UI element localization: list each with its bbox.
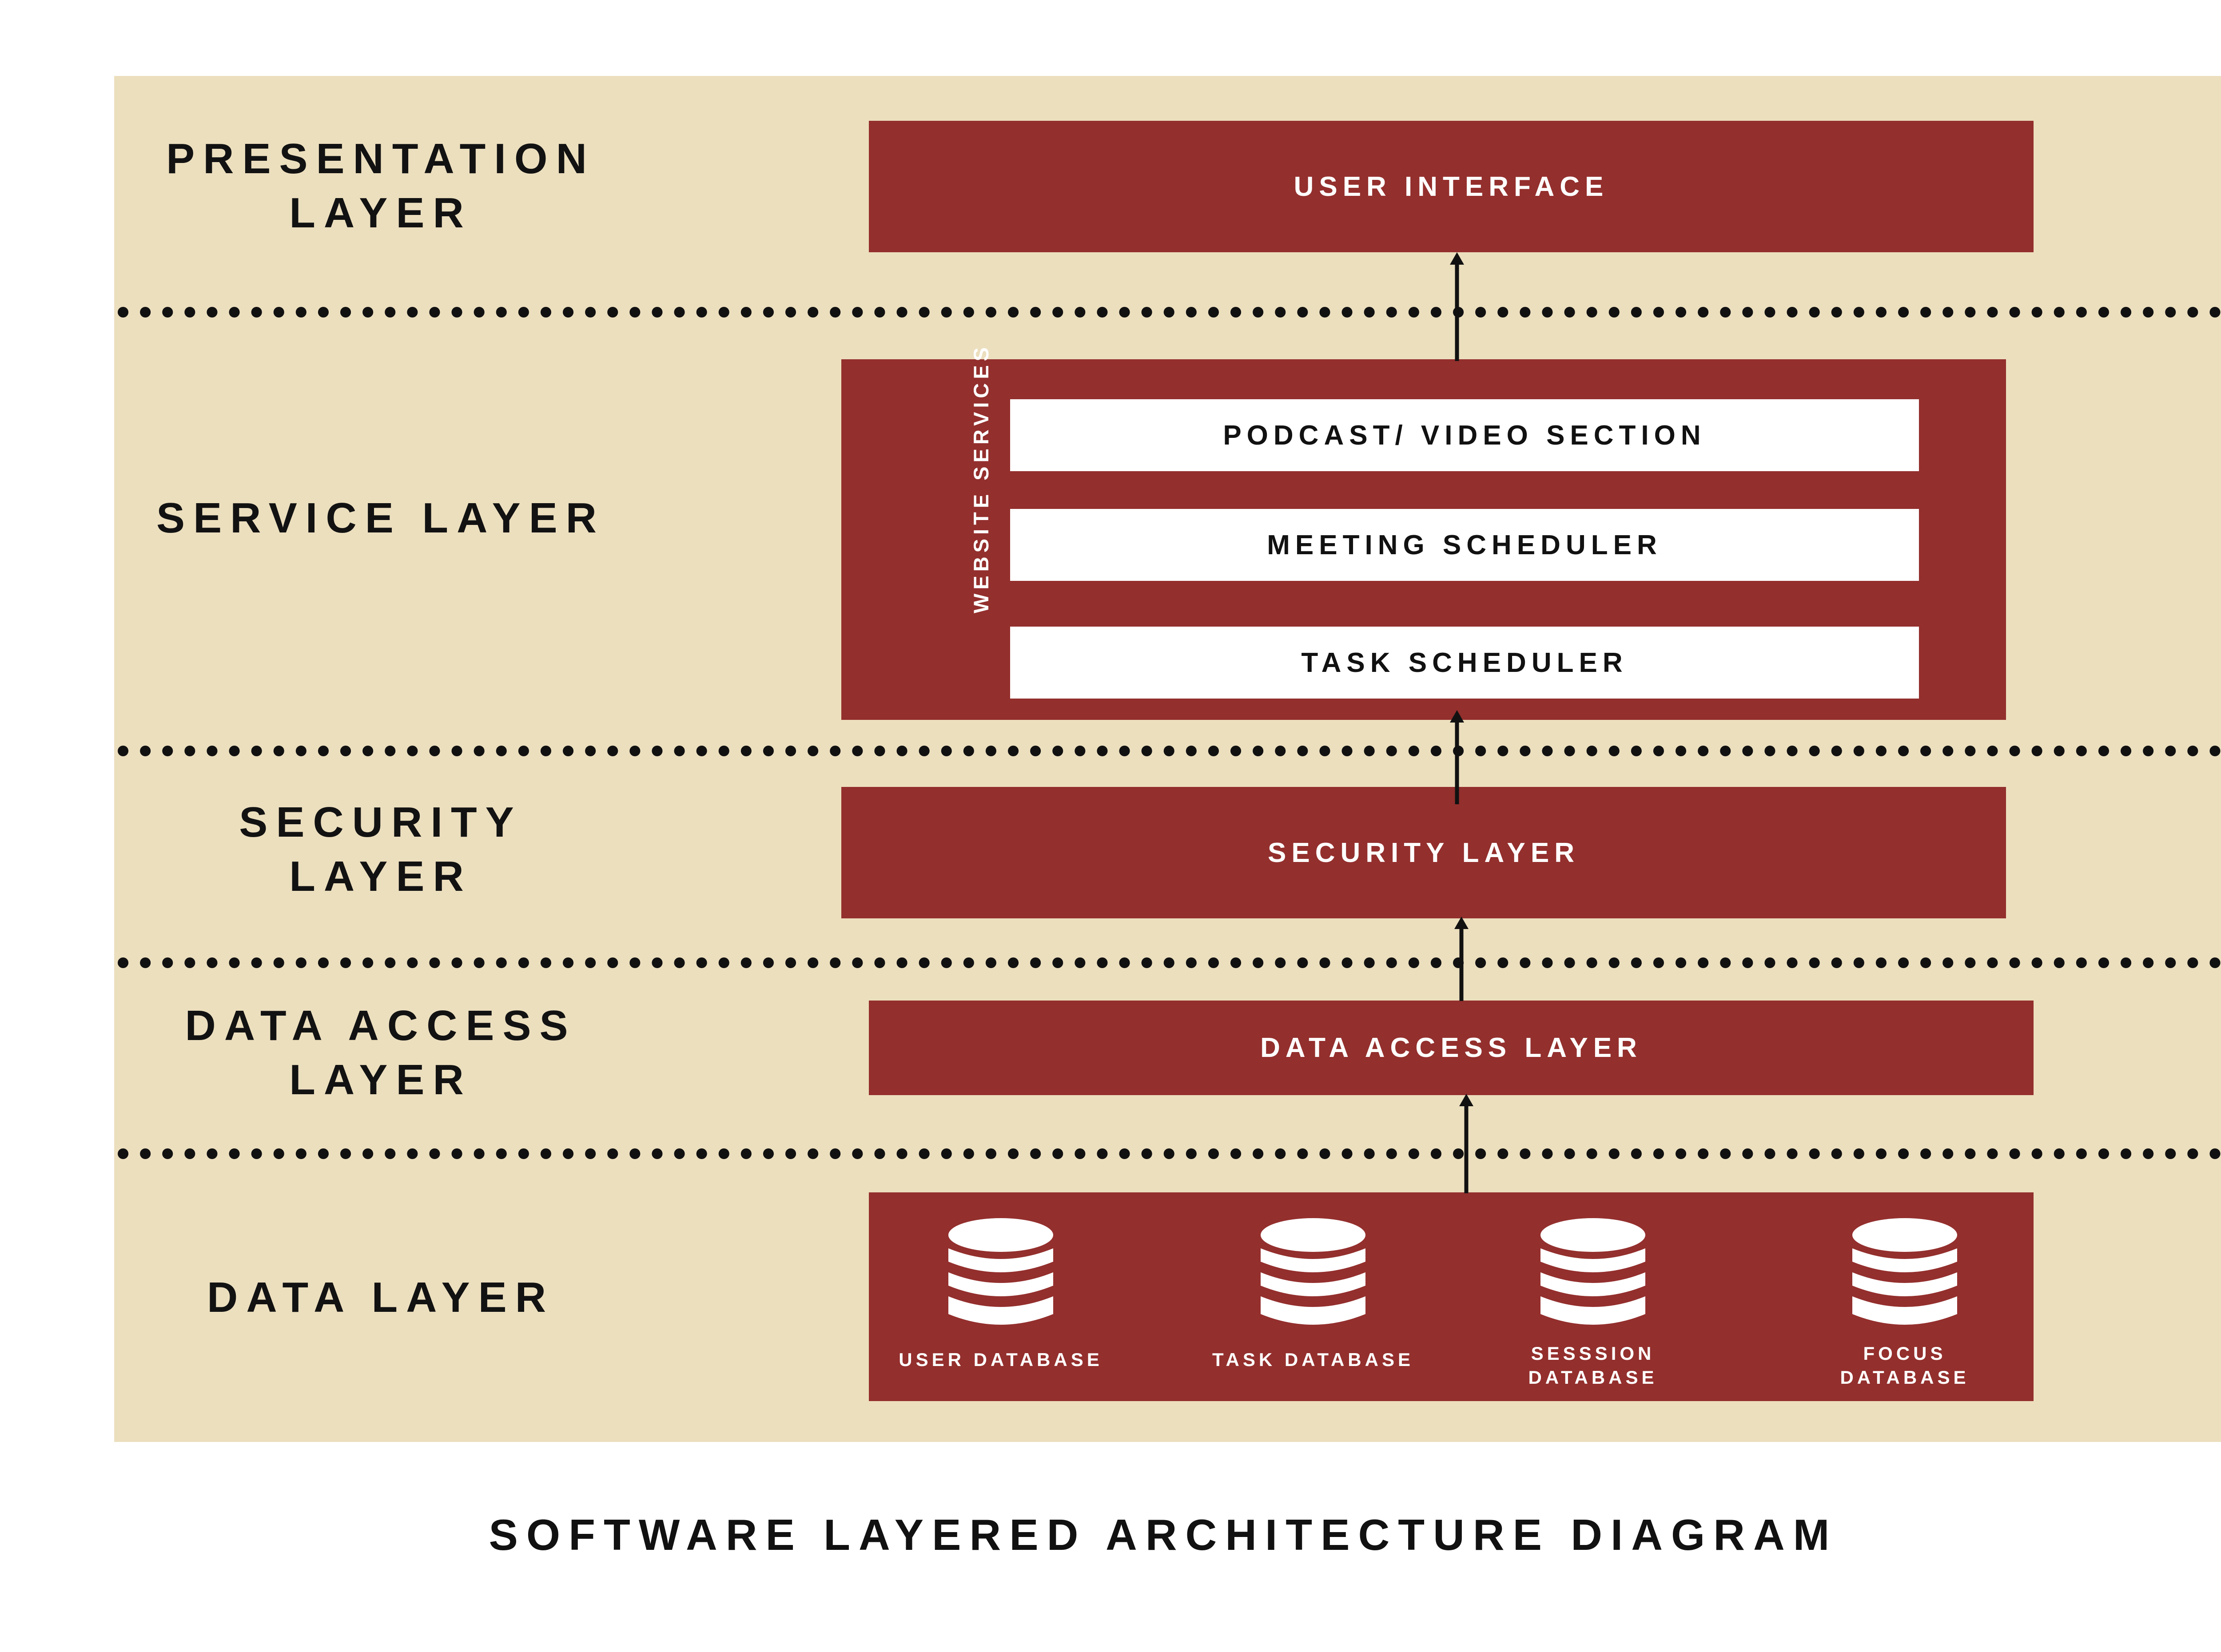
- session-database: SESSSION DATABASE: [1455, 1217, 1731, 1390]
- data-layer-box: [869, 1192, 2034, 1401]
- database-icon: [1852, 1218, 1957, 1325]
- data-access-layer-box-label: DATA ACCESS LAYER: [1260, 1032, 1642, 1063]
- security-layer-box: SECURITY LAYER: [841, 787, 2006, 918]
- database-icon: [948, 1218, 1053, 1325]
- task-scheduler-label: TASK SCHEDULER: [1301, 647, 1628, 678]
- podcast-video-section-label: PODCAST/ VIDEO SECTION: [1223, 420, 1706, 451]
- diagram-title: SOFTWARE LAYERED ARCHITECTURE DIAGRAM: [489, 1510, 1838, 1559]
- separator-security-data-access: [118, 957, 2221, 968]
- database-icon: [1261, 1218, 1365, 1325]
- meeting-scheduler-label: MEETING SCHEDULER: [1267, 529, 1662, 560]
- arrow-data-access-to-security: [1454, 917, 1469, 1001]
- meeting-scheduler-box: MEETING SCHEDULER: [1010, 509, 1919, 581]
- database-icon: [1540, 1218, 1645, 1325]
- security-layer-label: SECURITY LAYER: [239, 798, 522, 900]
- service-layer-label: SERVICE LAYER: [156, 494, 605, 542]
- data-access-layer-label: DATA ACCESS LAYER: [185, 1002, 577, 1104]
- user-database-label: USER DATABASE: [899, 1349, 1103, 1370]
- presentation-layer-label: PRESENTATION LAYER: [166, 135, 595, 237]
- focus-database-label: FOCUS DATABASE: [1840, 1343, 1970, 1388]
- arrow-security-to-service: [1450, 710, 1464, 804]
- arrow-service-to-presentation: [1450, 252, 1464, 361]
- separator-service-security: [118, 746, 2221, 756]
- arrow-data-to-data-access: [1459, 1094, 1473, 1193]
- data-layer-label: DATA LAYER: [207, 1274, 555, 1321]
- data-access-layer-box: DATA ACCESS LAYER: [869, 1001, 2034, 1095]
- security-layer-box-label: SECURITY LAYER: [1267, 837, 1580, 868]
- diagram-panel: PRESENTATION LAYER SERVICE LAYER SECURIT…: [114, 76, 2221, 1442]
- user-interface-label: USER INTERFACE: [1294, 171, 1609, 202]
- focus-database: FOCUS DATABASE: [1767, 1217, 2042, 1390]
- podcast-video-section-box: PODCAST/ VIDEO SECTION: [1010, 399, 1919, 471]
- separator-data-access-data: [118, 1148, 2221, 1159]
- user-database: USER DATABASE: [863, 1217, 1138, 1372]
- user-interface-box: USER INTERFACE: [869, 121, 2034, 252]
- session-database-label: SESSSION DATABASE: [1528, 1343, 1658, 1388]
- task-scheduler-box: TASK SCHEDULER: [1010, 627, 1919, 699]
- separator-presentation-service: [118, 307, 2221, 318]
- task-database: TASK DATABASE: [1175, 1217, 1451, 1372]
- task-database-label: TASK DATABASE: [1212, 1349, 1414, 1370]
